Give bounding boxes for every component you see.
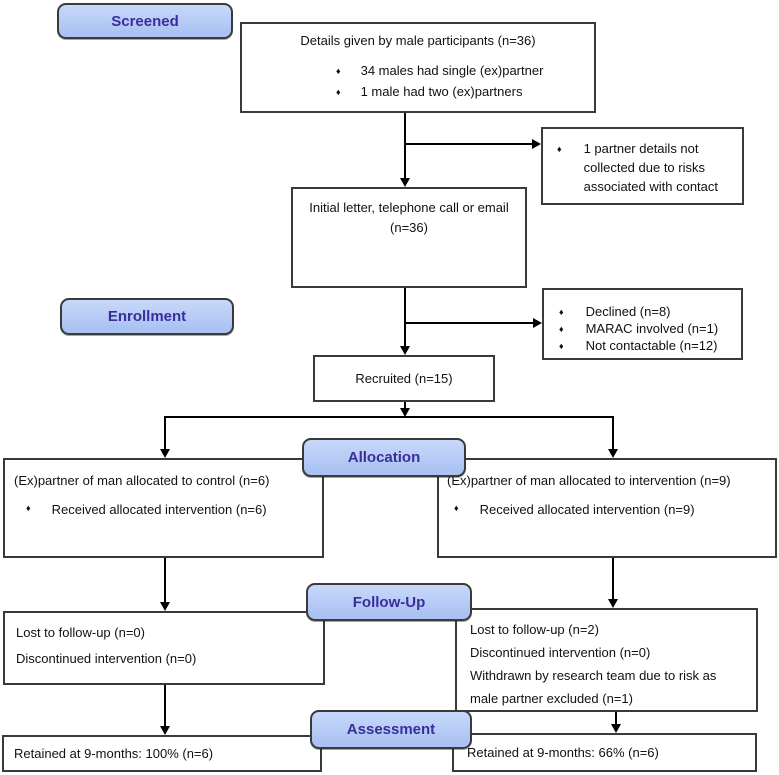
connector-split-line: [164, 416, 614, 418]
stage-label-text: Allocation: [347, 449, 421, 466]
bullet-item: ♦ 1 partner details not collected due to…: [543, 129, 742, 196]
box-title: Retained at 9-months: 66% (n=6): [467, 745, 659, 760]
box-title: (Ex)partner of man allocated to control …: [14, 473, 270, 488]
arrow-down-icon: [611, 724, 621, 733]
box-line: Discontinued intervention (n=0): [470, 645, 651, 660]
box-line: Discontinued intervention (n=0): [16, 651, 197, 666]
arrow-right-icon: [533, 318, 542, 328]
stage-label-allocation: Allocation: [302, 438, 466, 477]
diamond-bullet-icon: ♦: [559, 341, 564, 351]
box-title: Initial letter, telephone call or email …: [309, 200, 509, 235]
bullet-item: ♦ Received allocated intervention (n=9): [439, 502, 775, 517]
flow-box-allocated-control: (Ex)partner of man allocated to control …: [3, 458, 324, 558]
diamond-bullet-icon: ♦: [454, 503, 459, 513]
bullet-text: Received allocated intervention (n=9): [479, 502, 695, 517]
bullet-text: 1 male had two (ex)partners: [360, 84, 523, 99]
stage-label-text: Assessment: [346, 721, 436, 738]
diamond-bullet-icon: ♦: [557, 144, 562, 154]
box-title: Details given by male participants (n=36…: [300, 33, 536, 48]
connector-initial-to-recruited: [404, 288, 406, 348]
arrow-down-icon: [608, 599, 618, 608]
connector-followup-to-retained-control: [164, 685, 166, 727]
diamond-bullet-icon: ♦: [559, 324, 564, 334]
box-line: Lost to follow-up (n=0): [16, 625, 145, 640]
bullet-text: Received allocated intervention (n=6): [51, 502, 267, 517]
flow-box-retained-intervention: Retained at 9-months: 66% (n=6): [452, 733, 757, 772]
connector-details-to-initial: [404, 113, 406, 179]
diamond-bullet-icon: ♦: [336, 66, 341, 76]
box-title: Recruited (n=15): [355, 371, 453, 386]
flow-box-details-given: Details given by male participants (n=36…: [240, 22, 596, 113]
connector-branch-excluded: [405, 322, 534, 324]
stage-label-text: Screened: [111, 12, 179, 30]
connector-split-to-control: [164, 416, 166, 450]
stage-label-screened: Screened: [57, 3, 233, 39]
bullet-item: ♦ 34 males had single (ex)partner: [242, 60, 594, 81]
stage-label-text: Follow-Up: [352, 593, 426, 611]
arrow-down-icon: [160, 449, 170, 458]
arrow-down-icon: [400, 178, 410, 187]
flow-box-followup-control: Lost to follow-up (n=0) Discontinued int…: [3, 611, 325, 685]
box-line: Withdrawn by research team due to risk a…: [470, 668, 717, 706]
bullet-text: Not contactable (n=12): [585, 338, 718, 353]
stage-label-follow-up: Follow-Up: [306, 583, 472, 621]
stage-label-assessment: Assessment: [310, 710, 472, 749]
bullet-text: 34 males had single (ex)partner: [360, 63, 544, 78]
bullet-item: ♦ Declined (n=8): [544, 303, 741, 320]
connector-branch-not-collected: [405, 143, 533, 145]
bullet-item: ♦ 1 male had two (ex)partners: [242, 81, 594, 102]
box-title: (Ex)partner of man allocated to interven…: [447, 473, 731, 488]
connector-intervention-to-followup: [612, 558, 614, 600]
box-line: Lost to follow-up (n=2): [470, 622, 599, 637]
arrow-down-icon: [608, 449, 618, 458]
flow-box-excluded: ♦ Declined (n=8) ♦ MARAC involved (n=1) …: [542, 288, 743, 360]
bullet-item: ♦ Received allocated intervention (n=6): [5, 502, 322, 517]
bullet-item: ♦ Not contactable (n=12): [544, 337, 741, 354]
diamond-bullet-icon: ♦: [336, 87, 341, 97]
bullet-text: Declined (n=8): [585, 304, 671, 319]
diamond-bullet-icon: ♦: [26, 503, 31, 513]
flow-box-not-collected: ♦ 1 partner details not collected due to…: [541, 127, 744, 205]
stage-label-enrollment: Enrollment: [60, 298, 234, 335]
connector-followup-to-retained-intervention: [615, 712, 617, 725]
flow-box-allocated-intervention: (Ex)partner of man allocated to interven…: [437, 458, 777, 558]
flow-box-initial-contact: Initial letter, telephone call or email …: [291, 187, 527, 288]
flow-box-followup-intervention: Lost to follow-up (n=2) Discontinued int…: [455, 608, 758, 712]
arrow-down-icon: [160, 726, 170, 735]
box-title: Retained at 9-months: 100% (n=6): [14, 746, 214, 761]
flow-box-retained-control: Retained at 9-months: 100% (n=6): [2, 735, 322, 772]
bullet-text: 1 partner details not collected due to r…: [583, 141, 718, 194]
diamond-bullet-icon: ♦: [559, 307, 564, 317]
arrow-down-icon: [160, 602, 170, 611]
arrow-down-icon: [400, 408, 410, 417]
bullet-text: MARAC involved (n=1): [585, 321, 719, 336]
arrow-right-icon: [532, 139, 541, 149]
stage-label-text: Enrollment: [107, 308, 187, 325]
flow-box-recruited: Recruited (n=15): [313, 355, 495, 402]
arrow-down-icon: [400, 346, 410, 355]
connector-recruited-to-split: [404, 402, 406, 410]
connector-split-to-intervention: [612, 416, 614, 450]
connector-control-to-followup: [164, 558, 166, 603]
bullet-item: ♦ MARAC involved (n=1): [544, 320, 741, 337]
